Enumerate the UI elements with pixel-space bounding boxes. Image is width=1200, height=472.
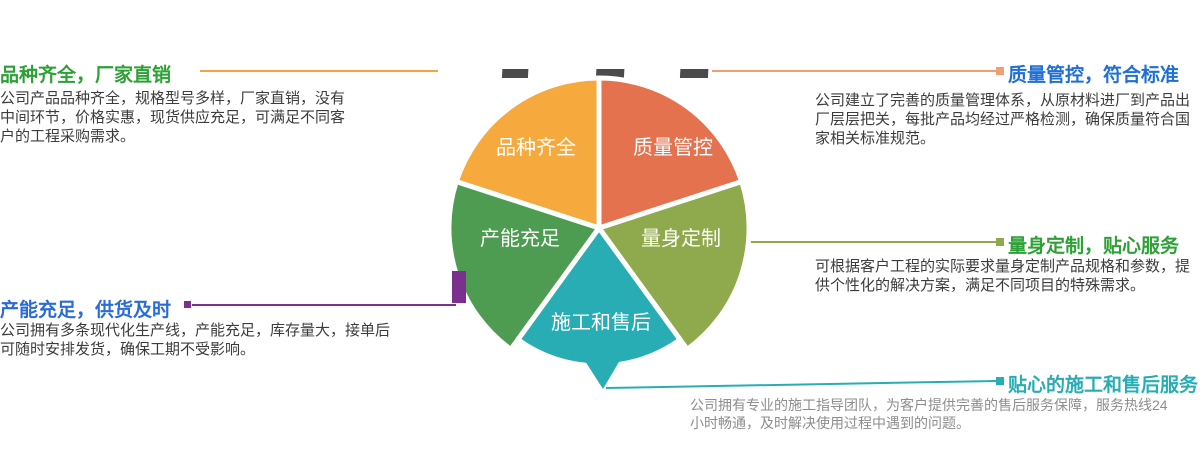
leader-line-bottom-right <box>605 380 997 389</box>
service-note-line1: 公司拥有专业的施工指导团队，为客户提供完善的售后服务保障，服务热线24 <box>690 397 1168 413</box>
petal-label-capacity: 产能充足 <box>480 227 560 250</box>
purple-flag-marker <box>452 271 466 303</box>
petal-tip-mark-right <box>679 69 709 78</box>
leader-endpoint-square-right <box>996 238 1004 246</box>
callout-body-custom: 可根据客户工程的实际要求量身定制产品规格和参数，提供个性化的解决方案，满足不同项… <box>815 258 1191 294</box>
callout-title-quality: 质量管控，符合标准 <box>1008 65 1180 86</box>
petal-label-custom: 量身定制 <box>641 227 721 250</box>
leader-endpoint-square-bottom-right <box>996 377 1004 385</box>
service-note: 公司拥有专业的施工指导团队，为客户提供完善的售后服务保障，服务热线24 小时畅通… <box>690 396 1195 432</box>
leader-endpoint-square-left <box>184 301 191 308</box>
callout-title-service: 贴心的施工和售后服务 <box>1008 375 1199 396</box>
callout-body-capacity: 公司拥有多条现代化生产线，产能充足，库存量大，接单后可随时安排发货，确保工期不受… <box>0 322 391 358</box>
callout-body-variety: 公司产品品种齐全，规格型号多样，厂家直销，没有中间环节，价格实惠，现货供应充足，… <box>0 90 346 145</box>
petal-label-quality: 质量管控 <box>633 136 713 159</box>
service-note-line2: 小时畅通，及时解决使用过程中遇到的问题。 <box>690 415 970 431</box>
petal-tip-mark-left <box>501 69 529 78</box>
callout-title-custom: 量身定制，贴心服务 <box>1008 236 1180 257</box>
petal-label-service: 施工和售后 <box>551 311 651 334</box>
leader-endpoint-square-top-right <box>996 67 1004 75</box>
petal-quality <box>596 75 745 231</box>
petal-variety <box>453 75 602 231</box>
callout-title-capacity: 产能充足，供货及时 <box>0 300 172 321</box>
petal-service-pointer <box>578 350 626 389</box>
callout-title-variety: 品种齐全，厂家直销 <box>0 65 172 86</box>
callout-body-quality: 公司建立了完善的质量管理体系，从原材料进厂到产品出厂层层把关，每批产品均经过严格… <box>815 92 1191 147</box>
petal-label-variety: 品种齐全 <box>496 136 576 159</box>
petal-custom <box>596 179 752 352</box>
